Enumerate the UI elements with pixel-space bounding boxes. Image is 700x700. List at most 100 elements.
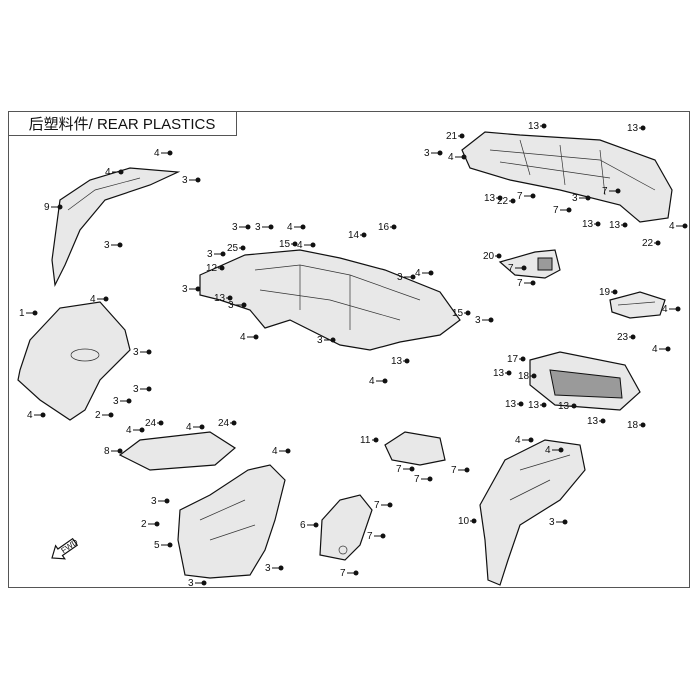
diagram-frame (8, 111, 690, 588)
callout-24: 24 (218, 418, 230, 429)
fastener-icon (240, 245, 246, 251)
part-skid-8[interactable] (118, 431, 237, 471)
fastener-icon (245, 224, 251, 230)
callout-12: 12 (206, 263, 218, 274)
fastener-icon (227, 295, 233, 301)
fastener-icon (562, 519, 568, 525)
callout-3: 3 (549, 517, 555, 528)
fastener-icon (528, 437, 534, 443)
callout-4: 4 (272, 446, 278, 457)
fastener-icon (640, 125, 646, 131)
callout-13: 13 (582, 219, 594, 230)
callout-25: 25 (227, 243, 239, 254)
part-right-fender-10[interactable] (479, 439, 586, 586)
fastener-icon (521, 265, 527, 271)
callout-3: 3 (317, 335, 323, 346)
fastener-icon (40, 412, 46, 418)
callout-4: 4 (415, 268, 421, 279)
callout-23: 23 (617, 332, 629, 343)
fastener-icon (682, 223, 688, 229)
callout-5: 5 (154, 540, 160, 551)
callout-4: 4 (669, 221, 675, 232)
callout-15: 15 (279, 239, 291, 250)
part-rear-rack-cover[interactable] (461, 131, 673, 223)
callout-3: 3 (182, 284, 188, 295)
callout-4: 4 (297, 240, 303, 251)
callout-2: 2 (141, 519, 147, 530)
part-left-fender-1[interactable] (17, 301, 131, 421)
fastener-icon (361, 232, 367, 238)
fastener-icon (410, 274, 416, 280)
fastener-icon (531, 373, 537, 379)
part-rear-tub[interactable] (199, 249, 461, 351)
callout-3: 3 (265, 563, 271, 574)
part-left-panel-5[interactable] (177, 464, 286, 579)
fastener-icon (566, 207, 572, 213)
callout-3: 3 (151, 496, 157, 507)
callout-7: 7 (340, 568, 346, 579)
callout-7: 7 (367, 531, 373, 542)
fastener-icon (167, 542, 173, 548)
callout-4: 4 (105, 167, 111, 178)
fastener-icon (520, 356, 526, 362)
callout-3: 3 (424, 148, 430, 159)
callout-2: 2 (95, 410, 101, 421)
callout-19: 19 (599, 287, 611, 298)
fastener-icon (530, 193, 536, 199)
callout-9: 9 (44, 202, 50, 213)
fastener-icon (154, 521, 160, 527)
part-bracket-20[interactable] (498, 249, 561, 279)
callout-7: 7 (396, 464, 402, 475)
callout-18: 18 (627, 420, 639, 431)
callout-7: 7 (451, 465, 457, 476)
part-left-side-trim[interactable] (51, 167, 181, 288)
part-grille-17[interactable] (529, 351, 641, 411)
callout-3: 3 (113, 396, 119, 407)
callout-7: 7 (374, 500, 380, 511)
fastener-icon (146, 349, 152, 355)
callout-3: 3 (475, 315, 481, 326)
part-bracket-6[interactable] (319, 494, 373, 561)
fastener-icon (146, 386, 152, 392)
fastener-icon (612, 289, 618, 295)
fastener-icon (158, 420, 164, 426)
callout-3: 3 (228, 300, 234, 311)
fastener-icon (231, 420, 237, 426)
fastener-icon (518, 401, 524, 407)
fastener-icon (655, 240, 661, 246)
fastener-icon (330, 337, 336, 343)
fastener-icon (268, 224, 274, 230)
fastener-icon (471, 518, 477, 524)
callout-21: 21 (446, 131, 458, 142)
callout-4: 4 (90, 294, 96, 305)
callout-22: 22 (497, 196, 509, 207)
fastener-icon (117, 242, 123, 248)
fastener-icon (220, 251, 226, 257)
callout-4: 4 (662, 304, 668, 315)
part-plate-11[interactable] (384, 431, 446, 466)
fastener-icon (437, 150, 443, 156)
part-tail-light-23[interactable] (609, 291, 666, 319)
fastener-icon (427, 476, 433, 482)
fastener-icon (139, 427, 145, 433)
fastener-icon (310, 242, 316, 248)
callout-20: 20 (483, 251, 495, 262)
callout-13: 13 (558, 401, 570, 412)
callout-11: 11 (360, 435, 371, 446)
fastener-icon (285, 448, 291, 454)
callout-3: 3 (255, 222, 261, 233)
callout-18: 18 (518, 371, 530, 382)
fastener-icon (497, 195, 503, 201)
fastener-icon (380, 533, 386, 539)
callout-4: 4 (369, 376, 375, 387)
fastener-icon (195, 286, 201, 292)
callout-16: 16 (378, 222, 390, 233)
fastener-icon (253, 334, 259, 340)
callout-3: 3 (207, 249, 213, 260)
callout-3: 3 (188, 578, 194, 589)
fastener-icon (541, 123, 547, 129)
fastener-icon (404, 358, 410, 364)
fastener-icon (585, 195, 591, 201)
callout-17: 17 (507, 354, 519, 365)
